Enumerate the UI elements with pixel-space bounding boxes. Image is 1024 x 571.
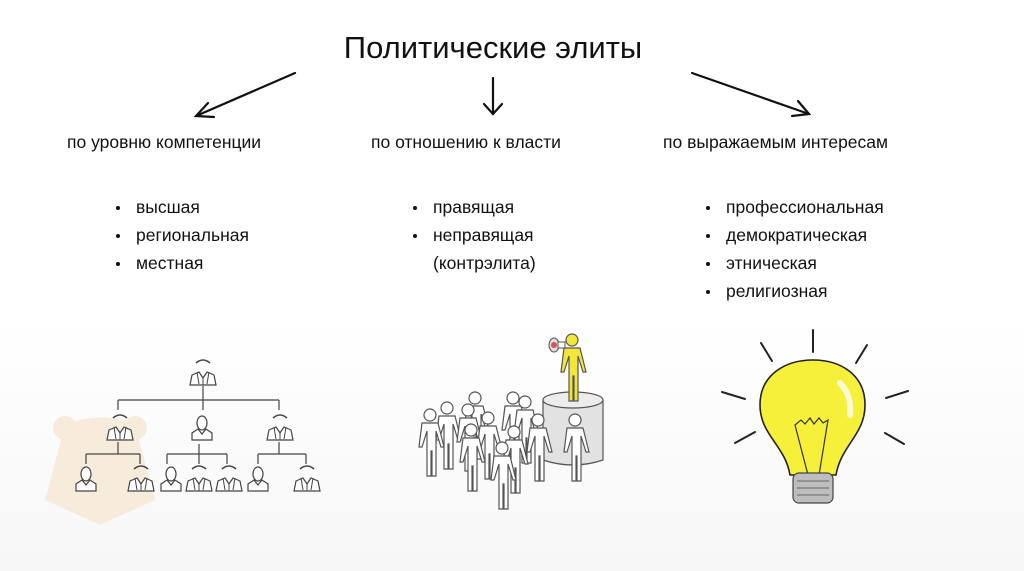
page-title: Политические элиты xyxy=(343,30,643,65)
crowd-leader-illustration xyxy=(418,333,604,510)
list-item-continuation: (контрэлита) xyxy=(433,253,536,273)
arrow-down-icon xyxy=(482,76,504,116)
arrow-right-icon xyxy=(690,71,812,118)
list-item: высшая xyxy=(116,193,249,221)
list-item: региональная xyxy=(116,221,249,249)
heading-power: по отношению к власти xyxy=(371,132,561,152)
list-item: неправящая xyxy=(413,221,536,249)
list-competence: высшая региональная местная xyxy=(116,193,249,277)
heading-competence: по уровню компетенции xyxy=(67,132,262,152)
megaphone-icon xyxy=(548,337,566,353)
list-item: этническая xyxy=(706,249,884,277)
list-item: профессиональная xyxy=(706,193,884,221)
list-item: правящая xyxy=(413,193,536,221)
list-power: правящая неправящая (контрэлита) xyxy=(413,193,536,277)
list-interests: профессиональная демократическая этничес… xyxy=(706,193,884,305)
arrow-left-icon xyxy=(193,71,297,119)
list-item: демократическая xyxy=(706,221,884,249)
light-bulb-icon xyxy=(721,329,909,504)
list-item: местная xyxy=(116,249,249,277)
arrows xyxy=(193,71,812,119)
hierarchy-illustration xyxy=(75,359,321,492)
list-item: религиозная xyxy=(706,277,884,305)
heading-interests: по выражаемым интересам xyxy=(663,132,889,152)
